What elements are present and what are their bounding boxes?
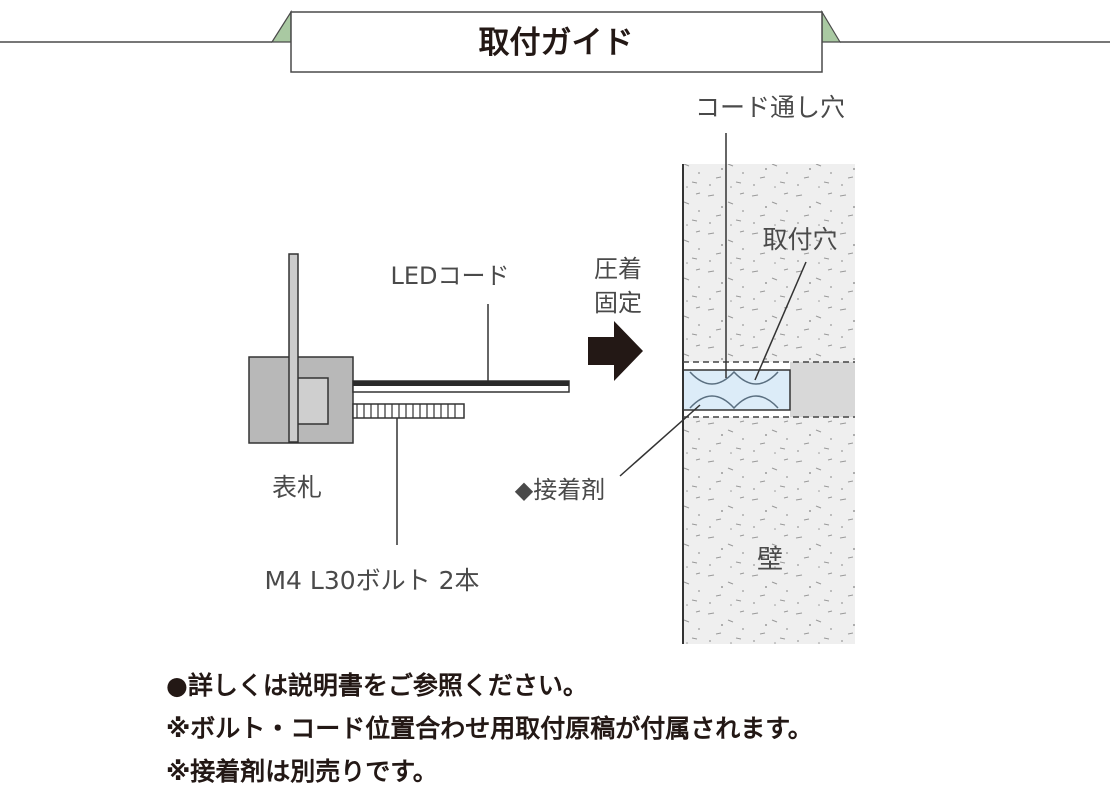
adhesive-bulbs-bottom (689, 395, 779, 410)
note-item: ●詳しくは説明書をご参照ください。 (166, 671, 588, 700)
adhesive-label: ◆接着剤 (515, 476, 605, 504)
header-banner: 取付ガイド (0, 9, 1110, 73)
cord-hole-label: コード通し穴 (695, 93, 845, 122)
wall-label: 壁 (757, 545, 783, 575)
led-cord-shade (353, 381, 569, 386)
led-cord-label: LEDコード (390, 262, 509, 290)
note-item: ※接着剤は別売りです。 (166, 757, 438, 786)
nameplate-assembly: 表札 (248, 253, 570, 502)
header-tab-right (821, 9, 842, 43)
wall-hole-shade (790, 362, 855, 417)
adhesive-bulbs-top (689, 370, 779, 385)
wall-section: 壁 (682, 164, 855, 644)
mounting-hole-leader (754, 261, 807, 381)
nameplate-panel (288, 253, 299, 443)
mounting-hole-label: 取付穴 (762, 225, 837, 254)
press-fix-label-line2: 固定 (594, 289, 642, 317)
page-title: 取付ガイド (479, 25, 634, 61)
press-fix-label-line1: 圧着 (594, 255, 642, 283)
header-tab-left (270, 9, 292, 43)
header-title-box (290, 11, 823, 73)
nameplate-inner-block (293, 377, 329, 425)
bolt-threads (356, 404, 456, 418)
notes-list: ●詳しくは説明書をご参照ください。 ※ボルト・コード位置合わせ用取付原稿が付属さ… (166, 664, 1066, 793)
nameplate-label: 表札 (272, 473, 322, 502)
bolt-label: M4 L30ボルト 2本 (264, 566, 479, 595)
adhesive-leader (619, 404, 701, 477)
bolt (352, 403, 465, 419)
note-item: ※ボルト・コード位置合わせ用取付原稿が付属されます。 (166, 714, 813, 743)
press-fix-arrow-icon (588, 321, 643, 381)
mounting-hole-outline (684, 369, 791, 411)
